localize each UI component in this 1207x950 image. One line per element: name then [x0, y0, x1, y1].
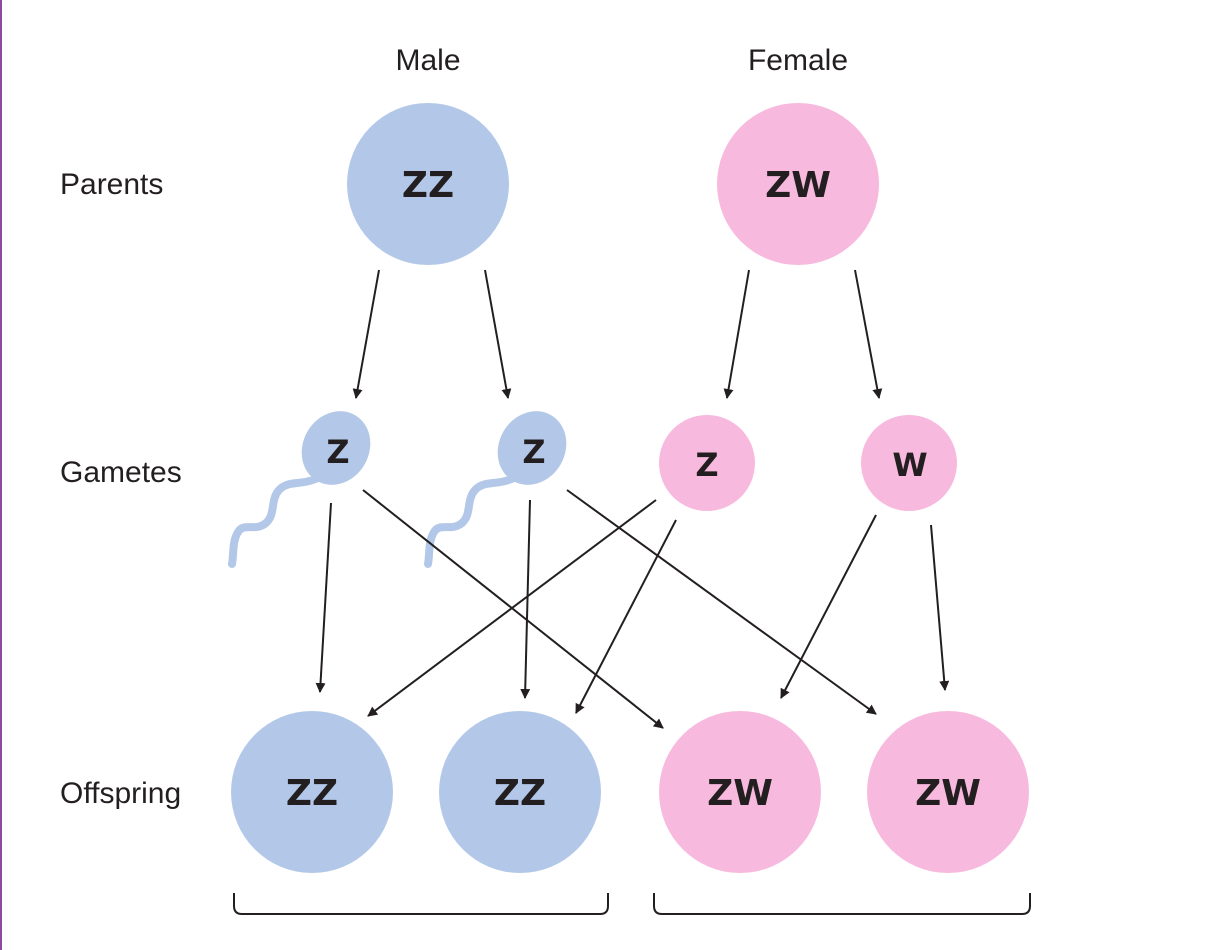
- female-column-label: Female: [748, 44, 848, 77]
- sperm-icon: [424, 411, 567, 568]
- female-gamete-2: W: [861, 415, 957, 511]
- arrow-female-gamete-1-to-offspring-2: [575, 519, 677, 714]
- arrow-male-parent-to-gamete-2: [484, 269, 512, 399]
- male-gamete-2: Z: [424, 411, 567, 568]
- female-gamete-1-allele: Z: [695, 446, 718, 484]
- male-parent: ZZ: [347, 103, 509, 265]
- parents-row-label: Parents: [60, 168, 163, 201]
- offspring-2-genotype: ZZ: [494, 773, 546, 814]
- male-column-label: Male: [395, 44, 460, 77]
- male-gamete-1-allele: Z: [326, 433, 349, 471]
- male-offspring-bracket: [233, 893, 609, 915]
- offspring-4: ZW: [867, 711, 1029, 873]
- female-gamete-1: Z: [659, 415, 755, 511]
- gamete-to-offspring-arrows: [315, 489, 950, 729]
- arrow-male-gamete-2-to-offspring-4: [566, 489, 877, 715]
- male-gamete-1: Z: [228, 411, 371, 568]
- arrow-female-gamete-2-to-offspring-4: [930, 524, 950, 691]
- female-gamete-2-allele: W: [892, 446, 927, 484]
- offspring-row-label: Offspring: [60, 777, 181, 810]
- female-offspring-bracket: [653, 893, 1031, 915]
- offspring-1: ZZ: [231, 711, 393, 873]
- gametes-row-label: Gametes: [60, 456, 182, 489]
- arrow-female-gamete-1-to-offspring-1: [367, 499, 657, 717]
- offspring-1-genotype: ZZ: [286, 773, 338, 814]
- offspring-4-genotype: ZW: [915, 773, 981, 814]
- egg-icon: [861, 415, 957, 511]
- egg-icon: [659, 415, 755, 511]
- arrow-female-gamete-2-to-offspring-3: [780, 514, 877, 699]
- arrow-male-parent-to-gamete-1: [352, 269, 380, 399]
- arrow-male-gamete-1-to-offspring-1: [315, 502, 332, 693]
- parent-to-gamete-arrows: [352, 269, 883, 399]
- arrow-male-gamete-2-to-offspring-2: [520, 499, 531, 699]
- sperm-icon: [228, 411, 371, 568]
- offspring-3-genotype: ZW: [707, 773, 773, 814]
- arrow-female-parent-to-gamete-2: [854, 269, 883, 399]
- offspring-3: ZW: [659, 711, 821, 873]
- male-gamete-2-allele: Z: [522, 433, 545, 471]
- arrow-male-gamete-1-to-offspring-3: [362, 489, 664, 729]
- female-parent-genotype: ZW: [765, 165, 831, 206]
- left-border-rule: [0, 0, 2, 950]
- offspring-2: ZZ: [439, 711, 601, 873]
- male-parent-genotype: ZZ: [402, 165, 454, 206]
- arrow-female-parent-to-gamete-1: [723, 269, 750, 399]
- female-parent: ZW: [717, 103, 879, 265]
